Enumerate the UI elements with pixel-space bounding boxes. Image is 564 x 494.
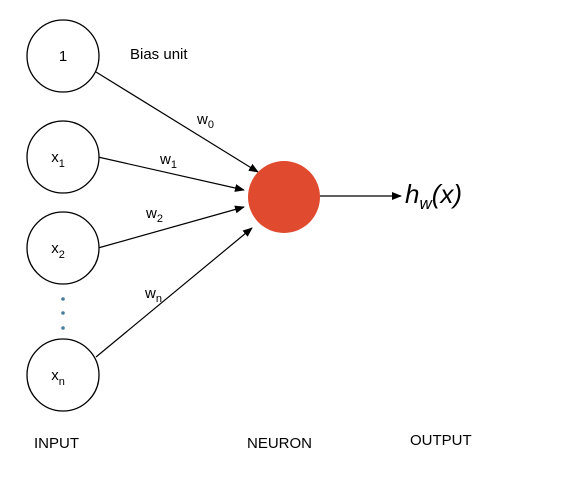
output-caption: OUTPUT xyxy=(410,432,472,449)
weight-w2-label: w2 xyxy=(145,205,163,225)
svg-text:x1: x1 xyxy=(51,149,65,170)
input-x1-base: x xyxy=(51,149,59,166)
weight-wn-label: wn xyxy=(144,285,162,305)
input-bias-label: 1 xyxy=(59,48,67,65)
input-caption: INPUT xyxy=(34,435,79,452)
input-xn-base: x xyxy=(51,367,59,384)
bias-unit-label: Bias unit xyxy=(130,46,188,63)
edge-x1-to-neuron xyxy=(97,156,245,192)
output-sub: w xyxy=(419,194,433,213)
output-fn: h xyxy=(405,179,419,209)
input-node-bias: 1 xyxy=(26,19,100,93)
svg-text:xn: xn xyxy=(51,367,65,388)
input-node-x1: x1 xyxy=(26,120,100,194)
ellipsis-dots xyxy=(61,297,65,330)
input-x1-sub: 1 xyxy=(59,158,65,170)
weight-w0-label: w0 xyxy=(196,111,214,131)
output-expression: hw(x) xyxy=(405,179,462,213)
input-x2-base: x xyxy=(51,240,59,257)
neuron-node xyxy=(248,161,320,233)
input-node-x2: x2 xyxy=(26,211,100,285)
edge-x2-to-neuron xyxy=(97,205,245,249)
input-node-xn: xn xyxy=(26,338,100,412)
edge-bias-to-neuron xyxy=(95,71,259,173)
weight-w1-label: w1 xyxy=(159,151,177,171)
neuron-caption: NEURON xyxy=(247,435,312,452)
input-xn-sub: n xyxy=(59,376,65,388)
output-arg: (x) xyxy=(432,179,462,209)
input-x2-sub: 2 xyxy=(59,249,65,261)
edge-xn-to-neuron xyxy=(95,227,253,358)
svg-text:x2: x2 xyxy=(51,240,65,261)
